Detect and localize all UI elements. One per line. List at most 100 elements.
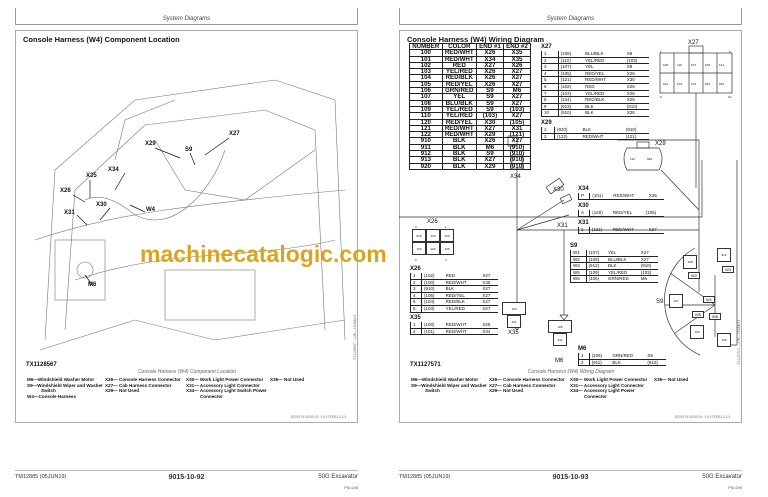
table-cell: YEL/RED <box>605 269 639 277</box>
table-cell: BLU/BLK <box>605 256 639 264</box>
table-cell: X26 <box>624 109 649 117</box>
table-cell: RED/WHT <box>443 322 481 329</box>
table-cell: (910) <box>638 262 658 270</box>
table-cell: (105) <box>558 70 584 78</box>
wiring-diagram-lines <box>507 45 733 331</box>
right-footer: TM12885 (05JUN19) 9015-10-93 50G Excavat… <box>399 470 742 490</box>
table-cell: 2 <box>409 279 423 287</box>
x27-pin: 107 <box>691 63 697 67</box>
table-cell: BLK <box>441 156 477 164</box>
table-cell: W3 <box>570 262 587 270</box>
table-cell: (108) <box>586 256 606 264</box>
table-cell: 1 <box>541 51 559 58</box>
table-cell: (105) <box>502 118 532 126</box>
x27-pin: 913 <box>705 82 711 86</box>
model-name: 50G Excavator <box>702 474 742 480</box>
table-cell: (913) <box>558 103 584 111</box>
right-figure-id: TX1127571 <box>410 362 441 368</box>
table-cell: RED/BLK <box>443 298 481 306</box>
table-cell: X27 <box>502 99 532 107</box>
column-header: COLOR <box>441 42 477 51</box>
table-cell: (103) <box>638 269 658 277</box>
table-cell: RED/WHT <box>580 133 624 141</box>
table-cell: (102) <box>558 83 584 91</box>
table-cell: RED/WHT <box>610 227 647 234</box>
table-cell: RED <box>441 61 477 70</box>
table-cell: 2 <box>578 359 590 367</box>
legend-item: S9—Windshield Wiper and Washer Switch <box>27 382 103 394</box>
table-cell: (910) <box>502 150 532 158</box>
table-cell: BLU/BLK <box>441 99 477 107</box>
table-row: A(120)RED/YEL(105) <box>577 210 664 217</box>
right-caption: Console Harness (W4) Wiring Diagram <box>527 369 615 375</box>
x26-pin-number: 3 <box>415 225 417 229</box>
legend-column: X35— Not Used <box>654 377 724 383</box>
table-cell: 6 <box>409 305 423 313</box>
table-cell: (102) <box>421 273 444 280</box>
m6-pin: 106 <box>548 320 572 333</box>
table-cell: GRN/RED <box>610 353 646 360</box>
table-cell: (100) <box>421 322 444 329</box>
table-cell: RED/YEL <box>441 118 477 126</box>
callout-x26: X26 <box>60 188 71 194</box>
table-cell: (103) <box>624 57 649 65</box>
table-cell: (101) <box>589 193 612 200</box>
table-cell: YEL/RED <box>441 68 477 76</box>
x27-pin: 110 <box>677 63 682 67</box>
table-cell: BLK <box>441 137 477 145</box>
s9-wire-label: W5 <box>692 311 704 318</box>
table-cell: X27 <box>480 298 498 306</box>
table-cell: (103) <box>421 305 444 313</box>
legend-item: X29— Not Used <box>489 388 524 394</box>
table-cell: 1 <box>540 127 556 134</box>
x35-pin: 100 <box>502 302 526 315</box>
table-cell: 7 <box>541 90 559 98</box>
legend-item: X27— Cab Harness Connector <box>489 382 556 388</box>
table-cell: S9 <box>624 51 649 58</box>
x27-pin: 102 <box>663 82 669 86</box>
connector-label-x30: X30 <box>553 187 564 193</box>
table-cell: RED/WHT <box>443 279 481 287</box>
callout-x27: X27 <box>229 131 240 137</box>
legend-item: X26— Console Harness Connector <box>489 377 565 382</box>
callout-x35: X35 <box>86 173 97 179</box>
table-cell: BLK <box>605 262 639 270</box>
connector-name-x34: X34 <box>578 186 589 192</box>
s9-wire-label: W3 <box>722 266 734 273</box>
manual-number: TM12885 (05JUN19) <box>15 474 67 480</box>
table-cell: 1 <box>578 227 590 234</box>
table-cell: X30 <box>624 76 649 84</box>
table-cell: X35 <box>480 279 498 287</box>
x26-pin: 102 <box>440 229 454 242</box>
table-cell: BLK <box>441 150 477 158</box>
connector-label-x26: X26 <box>427 219 438 225</box>
table-cell: RED/YEL <box>443 292 481 300</box>
table-row: 2(911)BLK(910) <box>578 359 666 367</box>
table-cell: 5 <box>409 298 423 306</box>
left-caption: Console Harness (W4) Component Location <box>137 369 237 375</box>
s9-pin: 106 <box>717 333 731 347</box>
table-cell: RED/BLK <box>583 96 625 104</box>
table-cell: (107) <box>586 250 606 257</box>
legend-column: X35— Not Used <box>270 377 340 383</box>
connector-name-x35: X35 <box>410 315 421 321</box>
table-cell: (912) <box>586 262 606 270</box>
table-cell: YEL/RED <box>441 105 477 114</box>
legend-item: X29— Not Used <box>105 388 140 394</box>
table-cell: S9 <box>624 63 649 71</box>
